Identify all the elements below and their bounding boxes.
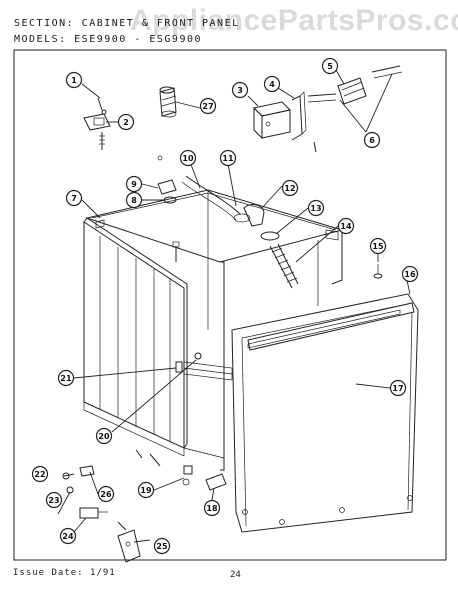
- callout-label-24: 24: [62, 532, 74, 541]
- cabinet-left-side: [83, 221, 185, 449]
- callout-label-13: 13: [310, 204, 321, 213]
- callout-7: 7: [65, 189, 83, 207]
- callout-label-11: 11: [222, 154, 234, 163]
- callout-18: 18: [203, 499, 221, 517]
- callout-1: 1: [65, 71, 83, 89]
- callout-label-1: 1: [71, 76, 77, 85]
- small-hardware-drawing: [62, 264, 383, 563]
- callout-label-7: 7: [71, 194, 77, 203]
- callout-15: 15: [369, 237, 387, 255]
- callout-13: 13: [307, 199, 325, 217]
- callout-label-25: 25: [156, 542, 168, 551]
- callout-label-3: 3: [237, 86, 243, 95]
- thermostat-parts-drawing: [83, 97, 111, 150]
- callout-9: 9: [125, 175, 143, 193]
- watermark: AppliancePartsPros.com: [130, 4, 458, 37]
- callout-14: 14: [337, 217, 355, 235]
- callout-6: 6: [363, 131, 381, 149]
- callout-20: 20: [95, 427, 113, 445]
- cabinet-drawing: [83, 189, 344, 471]
- callout-label-22: 22: [34, 470, 45, 479]
- callout-label-9: 9: [131, 180, 137, 189]
- callout-label-14: 14: [340, 222, 352, 231]
- callout-4: 4: [263, 75, 281, 93]
- page-number: 24: [230, 570, 241, 580]
- callout-25: 25: [153, 537, 171, 555]
- callout-17: 17: [389, 379, 407, 397]
- callout-label-16: 16: [404, 270, 416, 279]
- cylinder-part-drawing: [159, 86, 177, 118]
- callout-label-17: 17: [392, 384, 403, 393]
- callout-label-21: 21: [60, 374, 72, 383]
- section-title: SECTION: CABINET & FRONT PANEL: [14, 18, 240, 29]
- callout-22: 22: [31, 465, 49, 483]
- callout-12: 12: [281, 179, 299, 197]
- hose-assembly-drawing: [157, 155, 299, 289]
- callout-10: 10: [179, 149, 197, 167]
- front-panel: [231, 293, 419, 533]
- callout-label-4: 4: [269, 80, 275, 89]
- callout-label-2: 2: [123, 118, 129, 127]
- models-line: MODELS: ESE9900 - ESG9900: [14, 34, 203, 45]
- callout-label-12: 12: [284, 184, 295, 193]
- switch-box-drawing: [252, 91, 317, 153]
- callout-label-20: 20: [98, 432, 110, 441]
- callout-11: 11: [219, 149, 237, 167]
- callout-label-6: 6: [369, 136, 375, 145]
- leader-lines: [57, 69, 411, 543]
- callout-label-27: 27: [202, 102, 213, 111]
- callout-24: 24: [59, 527, 77, 545]
- cabinet-top-frame: [85, 189, 344, 263]
- callout-27: 27: [199, 97, 217, 115]
- callout-26: 26: [97, 485, 115, 503]
- callout-label-18: 18: [206, 504, 218, 513]
- callout-label-5: 5: [327, 62, 333, 71]
- callout-label-23: 23: [48, 496, 59, 505]
- terminal-block-drawing: [307, 65, 403, 105]
- callout-21: 21: [57, 369, 75, 387]
- callout-8: 8: [125, 191, 143, 209]
- callout-5: 5: [321, 57, 339, 75]
- callout-label-10: 10: [182, 154, 194, 163]
- callout-16: 16: [401, 265, 419, 283]
- callout-3: 3: [231, 81, 249, 99]
- callout-23: 23: [45, 491, 63, 509]
- front-panel-drawing: [231, 293, 419, 533]
- diagram-border: [13, 49, 447, 561]
- callout-label-19: 19: [140, 486, 152, 495]
- callout-label-15: 15: [372, 242, 384, 251]
- callout-19: 19: [137, 481, 155, 499]
- issue-date: Issue Date: 1/91: [13, 568, 116, 578]
- callout-label-8: 8: [131, 196, 137, 205]
- callout-label-26: 26: [100, 490, 112, 499]
- callout-2: 2: [117, 113, 135, 131]
